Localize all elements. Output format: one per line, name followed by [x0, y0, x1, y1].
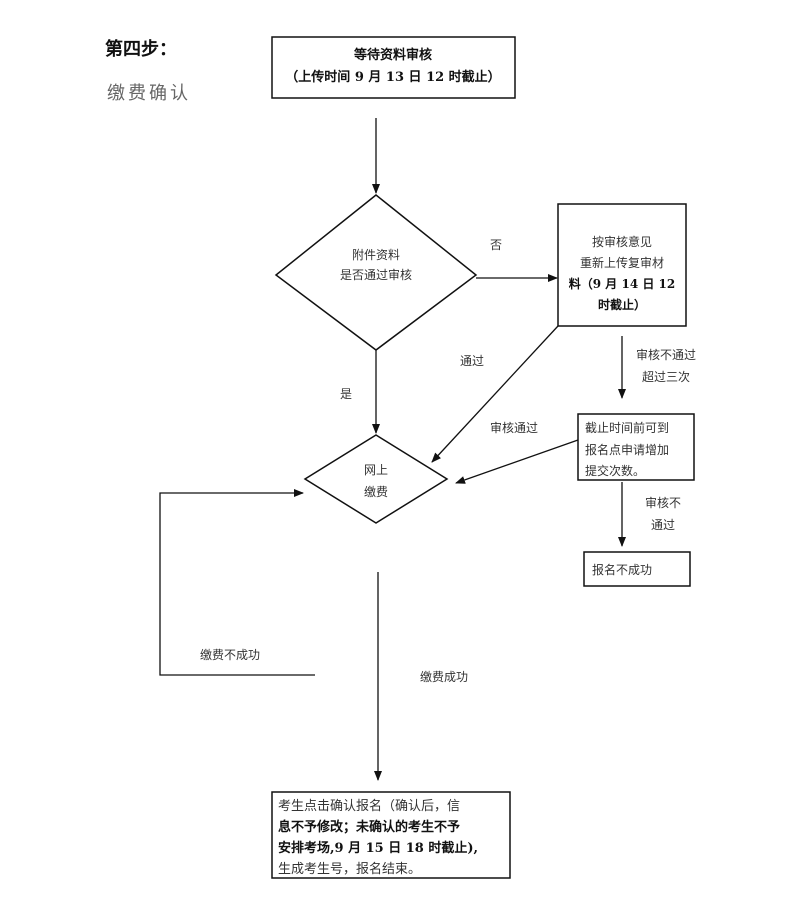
label-fail-three-1: 审核不通过	[636, 347, 696, 362]
label-review-pass: 审核通过	[490, 420, 538, 435]
reupload-line4: 时截止）	[598, 297, 646, 312]
wait-review-box	[271, 36, 516, 99]
apply-line3: 提交次数。	[585, 463, 645, 478]
confirm-box	[271, 791, 511, 879]
wait-review-line2: （上传时间 9 月 13 日 12 时截止）	[285, 69, 500, 85]
apply-line1: 截止时间前可到	[585, 420, 669, 435]
label-no: 否	[490, 238, 502, 252]
label-fail-again-2: 通过	[651, 518, 675, 532]
label-yes: 是	[340, 387, 352, 401]
fail-text: 报名不成功	[592, 562, 652, 577]
step-subtitle: 缴费确认	[107, 83, 191, 104]
pay-online-diamond	[303, 434, 449, 524]
label-pass: 通过	[460, 354, 484, 368]
apply-more-box	[577, 413, 695, 481]
reupload-box	[557, 203, 687, 327]
wait-review-line1: 等待资料审核	[353, 47, 432, 63]
confirm-line1: 考生点击确认报名（确认后，信	[278, 798, 460, 814]
arrow-pass	[431, 325, 559, 463]
reupload-line2: 重新上传复审材	[580, 255, 664, 270]
confirm-line4: 生成考生号，报名结束。	[278, 861, 421, 877]
fail-box	[583, 551, 691, 587]
label-fail-again-1: 审核不	[645, 495, 681, 510]
arrow-review-pass	[455, 439, 579, 484]
label-fail-three-2: 超过三次	[642, 369, 690, 384]
pay-line1: 网上	[364, 463, 388, 477]
reupload-line3: 料（9 月 14 日 12	[569, 276, 675, 291]
step-title: 第四步：	[105, 38, 177, 60]
reupload-line1: 按审核意见	[592, 234, 652, 249]
confirm-line2: 息不予修改；未确认的考生不予	[278, 819, 460, 835]
decision-line2: 是否通过审核	[340, 267, 412, 282]
pay-line2: 缴费	[364, 484, 388, 499]
confirm-line3: 安排考场,9 月 15 日 18 时截止),	[278, 840, 478, 856]
arrow-pay-fail-loop	[159, 489, 315, 676]
label-pay-fail: 缴费不成功	[200, 647, 260, 662]
apply-line2: 报名点申请增加	[585, 442, 669, 457]
label-pay-success: 缴费成功	[420, 669, 468, 684]
decision-line1: 附件资料	[352, 248, 400, 262]
